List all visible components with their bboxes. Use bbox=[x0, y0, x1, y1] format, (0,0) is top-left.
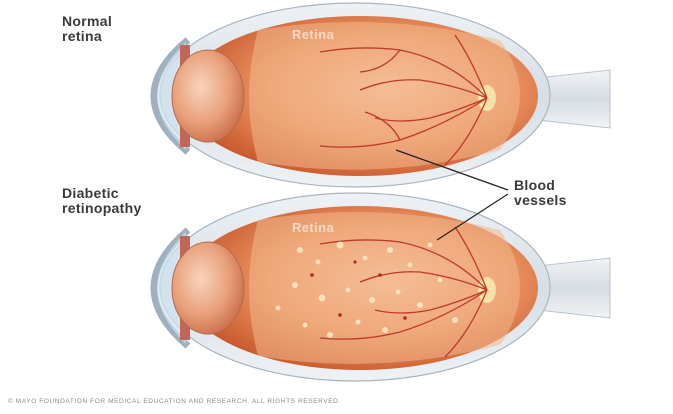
diabetic-retinopathy-label: Diabetic retinopathy bbox=[62, 186, 142, 216]
lens-top bbox=[172, 50, 244, 142]
blood-vessels-label: Blood vessels bbox=[514, 178, 567, 208]
blood-vessels-label-line2: vessels bbox=[514, 193, 567, 208]
lens-bottom bbox=[172, 242, 244, 334]
copyright-notice: © MAYO FOUNDATION FOR MEDICAL EDUCATION … bbox=[8, 398, 668, 405]
diabetic-label-line2: retinopathy bbox=[62, 201, 142, 216]
normal-retina-label-line1: Normal bbox=[62, 14, 112, 29]
normal-eye bbox=[154, 3, 610, 187]
blood-vessels-label-line1: Blood bbox=[514, 178, 567, 193]
retina-label-top: Retina bbox=[292, 27, 334, 42]
retina-label-bottom: Retina bbox=[292, 220, 334, 235]
normal-retina-label-line2: retina bbox=[62, 29, 112, 44]
diabetic-label-line1: Diabetic bbox=[62, 186, 142, 201]
normal-retina-label: Normal retina bbox=[62, 14, 112, 44]
diabetic-eye bbox=[154, 193, 610, 381]
